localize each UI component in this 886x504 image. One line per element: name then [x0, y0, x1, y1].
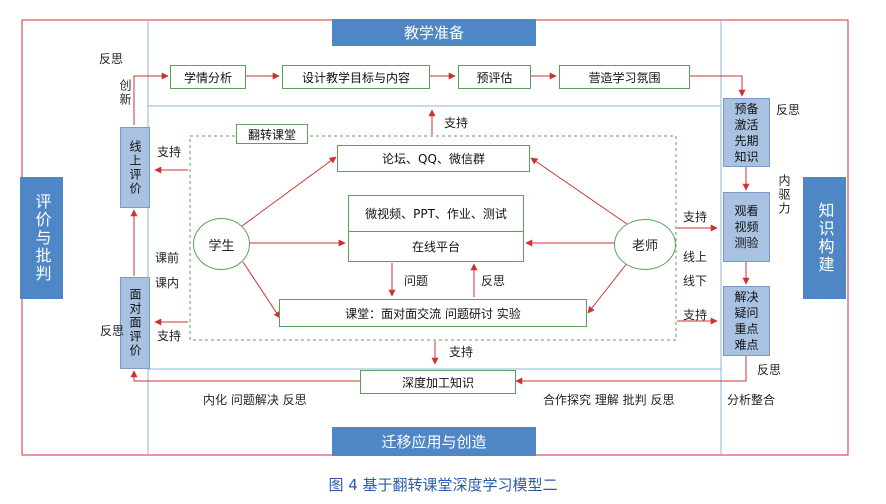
flipped-label-box: 翻转课堂: [236, 124, 308, 144]
right-label-box: 知识构建: [803, 177, 846, 299]
flow-box-1: 学情分析: [170, 65, 246, 89]
label-fansi-top-left: 反思: [99, 52, 124, 66]
teacher-text: 老师: [631, 239, 658, 254]
bottom-label: 迁移应用与创造: [381, 433, 487, 451]
label-support-bottom: 支持: [449, 345, 474, 359]
flow-box-3: 预评估: [458, 65, 531, 89]
flow-text-3: 预评估: [476, 70, 513, 85]
label-support-left-top: 支持: [157, 145, 182, 159]
label-support-left-bottom: 支持: [157, 329, 182, 343]
bottom-box-text: 深度加工知识: [401, 375, 474, 390]
right-step-2-text: 观看视频测验: [734, 204, 759, 250]
label-nei-qu-li: 内驱力: [777, 174, 791, 216]
right-label: 知识构建: [815, 202, 835, 274]
student-node: 学生: [193, 218, 250, 270]
top-label-box: 教学准备: [332, 19, 536, 46]
forum-text: 论坛、QQ、微信群: [382, 152, 485, 166]
flow-box-2: 设计教学目标与内容: [282, 65, 430, 89]
left-step-face: 面对面评价: [120, 277, 150, 369]
figure-caption: 图 4 基于翻转课堂深度学习模型二: [0, 473, 886, 495]
right-step-3: 解决疑问重点难点: [723, 286, 770, 356]
left-label: 评价与批判: [32, 193, 52, 283]
platform-top-box: 微视频、PPT、作业、测试: [348, 195, 524, 231]
classroom-box: 课堂：面对面交流 问题研讨 实验: [279, 299, 587, 327]
right-step-2: 观看视频测验: [723, 192, 770, 262]
label-xian-xia: 线下: [683, 274, 708, 288]
platform-text: 在线平台: [411, 240, 460, 254]
left-label-box: 评价与批判: [20, 177, 63, 299]
top-label: 教学准备: [403, 24, 464, 42]
label-ke-qian: 课前: [155, 251, 180, 265]
right-step-1-text: 预备激活先期知识: [734, 101, 759, 164]
label-support-top: 支持: [444, 116, 469, 130]
label-support-right-top: 支持: [683, 210, 708, 224]
flow-text-1: 学情分析: [183, 70, 232, 85]
label-wenti: 问题: [404, 274, 429, 288]
label-fansi-right-top: 反思: [776, 103, 801, 117]
teacher-node: 老师: [614, 219, 676, 270]
caption-text: 图 4 基于翻转课堂深度学习模型二: [328, 475, 558, 494]
flow-box-4: 营造学习氛围: [559, 65, 690, 89]
flipped-dashed-box: [189, 135, 677, 341]
classroom-text: 课堂：面对面交流 问题研讨 实验: [345, 306, 521, 321]
label-fansi-right-bottom: 反思: [757, 363, 782, 377]
label-chuangxin: 创新: [118, 79, 132, 107]
bottom-label-box: 迁移应用与创造: [332, 427, 536, 456]
label-xian-shang: 线上: [683, 250, 708, 264]
left-step-online-text: 线上评价: [128, 139, 142, 196]
right-step-1: 预备激活先期知识: [723, 98, 770, 167]
label-bottom-left-text: 内化 问题解决 反思: [203, 393, 307, 407]
flipped-label: 翻转课堂: [247, 127, 296, 142]
label-fansi-mid: 反思: [481, 274, 506, 288]
label-support-right-bottom: 支持: [683, 308, 708, 322]
label-fansi-left-bottom: 反思: [100, 324, 125, 338]
left-step-online: 线上评价: [120, 127, 150, 208]
flow-text-4: 营造学习氛围: [588, 70, 661, 85]
flow-text-2: 设计教学目标与内容: [301, 70, 410, 85]
right-step-3-text: 解决疑问重点难点: [734, 290, 759, 352]
platform-box: 在线平台: [348, 231, 524, 262]
left-step-face-text: 面对面评价: [128, 288, 142, 358]
bottom-box: 深度加工知识: [360, 370, 516, 394]
label-ke-nei: 课内: [155, 276, 180, 290]
forum-box: 论坛、QQ、微信群: [337, 145, 530, 172]
label-fenxi: 分析整合: [727, 393, 776, 407]
label-bottom-right-text: 合作探究 理解 批判 反思: [543, 393, 675, 407]
platform-top-text: 微视频、PPT、作业、测试: [365, 207, 507, 221]
student-text: 学生: [208, 238, 235, 254]
